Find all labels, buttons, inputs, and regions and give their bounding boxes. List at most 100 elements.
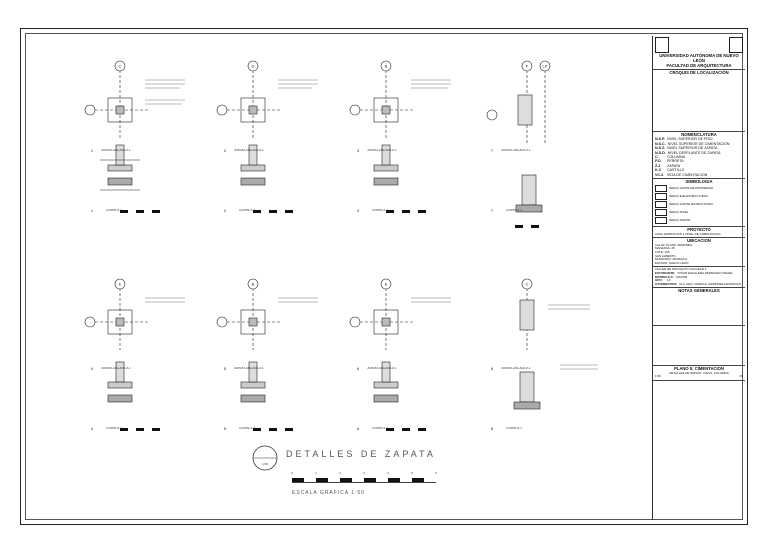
nomenclature-desc: NIVEL SUPERIOR DE ZAPATA: [667, 146, 718, 151]
symbol-icon: [655, 185, 667, 193]
symbol-row: INDICA NIVEL: [655, 209, 743, 217]
nomenclature-code: N.S.P.: [655, 137, 665, 142]
nomenclature-desc: VIGA DE CIMENTACION: [667, 172, 708, 177]
title-scale: 1:50: [262, 462, 268, 466]
detail-number: 7: [491, 148, 494, 153]
nomenclature-code: N.S.Z.: [655, 146, 666, 151]
plan-title: PLANO 5: CIMENTACION: [674, 366, 724, 372]
footing-section-1: [107, 164, 133, 172]
scale-tick: 0: [291, 471, 293, 475]
detail-number: 3: [357, 148, 360, 153]
plan-title-section: PLANO 5: CIMENTACION DETALLES DE ZAPATA,…: [653, 366, 745, 381]
nomenclature-code: K-C: [655, 168, 662, 173]
workshop-name: TALLER DE PROYECTO NUCLEAR 1: [655, 267, 707, 272]
nomenclature-row: C COLUMNA: [655, 155, 743, 159]
drawing-title: DETALLES DE ZAPATA: [286, 449, 436, 459]
section-label: CORTE Z-1: [506, 208, 522, 212]
nomenclature-section: NOMENCLATURA N.S.P.NIVEL SUPERIOR DE PIS…: [653, 132, 745, 180]
sheet-number: 05: [739, 374, 743, 379]
teacher-name: M.A. ARQ. MARIA E. MARTINEZ MAGNIFICO: [679, 281, 742, 286]
matricula-value: 1467282: [675, 274, 688, 279]
axis-label: LP: [543, 64, 548, 69]
detail-label: ZAPATA AISLADA Z-1: [367, 366, 397, 370]
symbol-label: INDICA LIMITE DE PROPIEDAD: [669, 186, 714, 191]
project-section: PROYECTO CASA HABITACION 1 NIVEL DE CIME…: [653, 227, 745, 239]
teacher-label: CATEDRATICO:: [655, 281, 678, 286]
symbol-row: INDICA EJE ESTRUCTURAL: [655, 193, 743, 201]
detail-number: 6: [357, 366, 360, 371]
faculty-name: FACULTAD DE ARQUITECTURA: [666, 63, 732, 68]
section-label: CORTE Z-1: [239, 208, 255, 212]
axis-label: C: [526, 282, 529, 287]
axis-bubble-c: [114, 60, 126, 72]
footing-plan-3: [373, 97, 399, 123]
symbol-icon: [655, 209, 667, 217]
detail-label: ZAPATA AISLADA Z-1: [501, 148, 531, 152]
location-line: MUNICIPIO: APODACA: [655, 257, 688, 262]
project-name: CASA HABITACION 1 NIVEL DE CIMENTACION: [655, 231, 721, 236]
scale-tick: 4: [387, 471, 389, 475]
detail-number: 1: [91, 208, 94, 213]
detail-label: ZAPATA AISLADA Z-1: [101, 366, 131, 370]
plan-scale: 1:50: [655, 374, 661, 379]
detail-label: ZAPATA AISLADA Z-1: [234, 366, 264, 370]
nomenclature-row: Z-2 ZAPATA: [655, 164, 743, 168]
scale-tick: 3: [363, 471, 365, 475]
nomenclature-row: N.D.D.NIVEL DESPLANTE DE ZAPATA: [655, 151, 743, 155]
nomenclature-row: N.S.Z.NIVEL SUPERIOR DE ZAPATA: [655, 146, 743, 150]
section-label: CORTE Z-1: [239, 426, 255, 430]
matricula-label: MATRICULA:: [655, 274, 674, 279]
axis-label: F: [526, 64, 529, 69]
wall-section-7: [517, 94, 533, 126]
axis-label: E: [385, 282, 388, 287]
footing-plan-1: [107, 97, 133, 123]
group-value: 10: [667, 278, 671, 283]
drawing-sheet: [20, 28, 748, 525]
title-block: UNIVERSIDAD AUTÓNOMA DE NUEVO LEÓN FACUL…: [652, 36, 745, 520]
detail-number: 4: [91, 426, 94, 431]
nomenclature-row: N.S.C.NIVEL SUPERIOR DE CIMENTACION: [655, 142, 743, 146]
axis-label: D: [252, 64, 255, 69]
nomenclature-row: P.O.PERRETA: [655, 159, 743, 163]
detail-label: ZAPATA AISLADA Z-1: [101, 148, 131, 152]
nomenclature-desc: ZAPATA: [667, 163, 681, 168]
section-label: CORTE Z-1: [106, 208, 122, 212]
detail-number: 5: [224, 366, 227, 371]
detail-number: 8: [491, 366, 494, 371]
university-header: UNIVERSIDAD AUTÓNOMA DE NUEVO LEÓN FACUL…: [653, 36, 745, 70]
scale-tick: 6: [435, 471, 437, 475]
notes-title: NOTAS GENERALES: [678, 288, 720, 294]
detail-number: 2: [224, 208, 227, 213]
university-name: UNIVERSIDAD AUTÓNOMA DE NUEVO LEÓN: [659, 53, 739, 63]
detail-label: ZAPATA AISLADA Z-1: [501, 366, 531, 370]
detail-number: 1: [91, 148, 94, 153]
section-label: CORTE Z-1: [372, 426, 388, 430]
nomenclature-row: N.S.P.NIVEL SUPERIOR DE PISO: [655, 137, 743, 141]
location-line: ESTADO: NUEVO LEON: [655, 260, 689, 265]
nomenclature-desc: NIVEL SUPERIOR DE CIMENTACION: [667, 141, 730, 146]
sheet-inner-border: [25, 33, 743, 520]
detail-label: ZAPATA AISLADA Z-1: [367, 148, 397, 152]
section-label: CORTE Z-1: [106, 426, 122, 430]
faculty-logo-icon: [729, 37, 743, 53]
symbol-row: INDICA LIMITE DE PROPIEDAD: [655, 185, 743, 193]
symbol-row: INDICA CORTE ESTRUCTURAL: [655, 201, 743, 209]
student-section: TALLER DE PROYECTO NUCLEAR 1 ESTUDIANTE:…: [653, 267, 745, 289]
nomenclature-code: C: [655, 155, 658, 160]
nomenclature-code: N.D.D.: [655, 150, 666, 155]
section-label: CORTE Z-1: [506, 426, 522, 430]
nomenclature-code: Z-2: [655, 163, 661, 168]
graphic-scale-label: ESCALA GRAFICA 1:50: [292, 490, 365, 496]
symbol-icon: [655, 193, 667, 201]
general-notes: NOTAS GENERALES: [653, 288, 745, 327]
symbol-icon: [655, 217, 667, 225]
nomenclature-desc: NIVEL SUPERIOR DE PISO: [667, 137, 713, 142]
detail-number: 7: [491, 208, 494, 213]
nomenclature-desc: PERRETA: [667, 159, 684, 164]
nomenclature-desc: COLUMNA: [667, 155, 685, 160]
detail-number: 6: [357, 426, 360, 431]
symbol-label: INDICA EJE ESTRUCTURAL: [669, 194, 709, 199]
